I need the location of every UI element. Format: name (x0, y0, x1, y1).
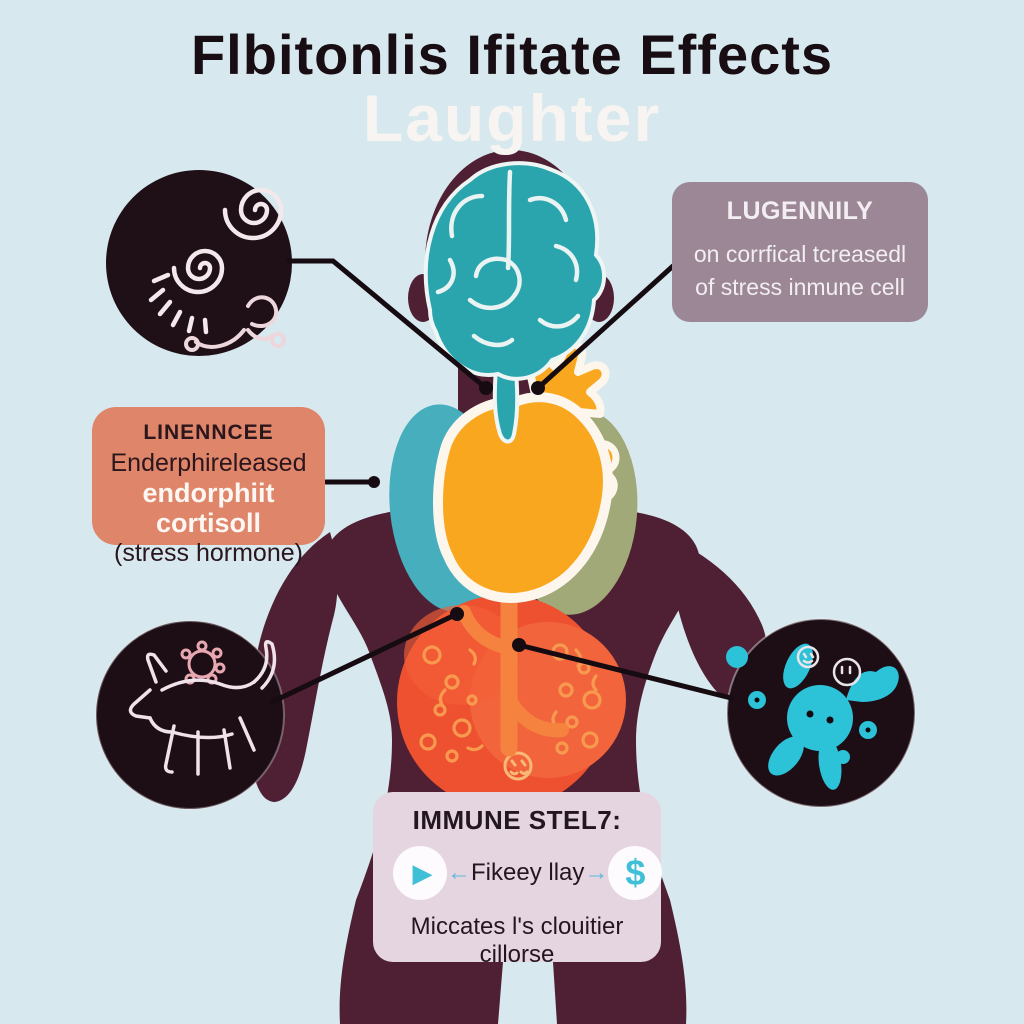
callout-top-right-heading: LUGENNILY (726, 197, 874, 225)
connector-dots (368, 381, 545, 652)
brain-gyri-lines (435, 169, 581, 348)
right-arrow-icon: → (584, 859, 609, 886)
connector-top-right (535, 263, 676, 391)
animal-doodle-icon (128, 640, 277, 776)
callout-bottom-footer: Miccates l's clouitier cillorse (410, 913, 624, 968)
callout-top-right: LUGENNILY on corrfical tcreasedl of stre… (672, 182, 928, 322)
callout-left-line2: endorphiit cortisoll (142, 478, 275, 538)
play-glyph: ▶ (412, 857, 433, 888)
heart-graphic (433, 340, 620, 603)
callout-left-heading: LINENNCEE (143, 421, 274, 444)
subtitle-laughter: Laughter (362, 81, 662, 155)
callout-left-line3: (stress hormone) (114, 539, 303, 567)
connector-bottom-left (269, 611, 460, 705)
callout-bottom-label-group: ←Fikeey llay→ (447, 859, 608, 887)
connector-top-left (286, 258, 489, 391)
smiley-doodles-icon (796, 645, 862, 687)
stomach-smiley-icon (503, 751, 533, 781)
callout-left: LINENNCEE Enderphireleased endorphiit co… (92, 407, 325, 567)
spiral-shell-icon (148, 187, 284, 335)
callout-top-right-line2: of stress inmune cell (695, 274, 905, 300)
callout-top-right-line1: on corrfical tcreasedl (693, 241, 907, 267)
molecule-cells-vignette (726, 618, 916, 808)
play-icon: ▶ (393, 846, 447, 900)
callout-bottom-icon-row: ▶ ←Fikeey llay→ $ (373, 846, 663, 900)
spiral-shell-vignette (106, 170, 292, 356)
connector-lines (269, 258, 734, 705)
squiggle-doodle-icon (184, 295, 286, 352)
callout-left-line1: Enderphireleased (110, 449, 307, 477)
molecule-cells-icon (726, 643, 899, 790)
left-arrow-icon: ← (447, 859, 471, 886)
brain-graphic (423, 161, 606, 444)
connector-bottom-right (516, 642, 734, 701)
main-title: Flbitonlis Ifitate Effects (190, 23, 834, 86)
animal-virus-vignette (95, 620, 285, 810)
bacteria-doodles (419, 643, 602, 763)
dollar-icon: $ (608, 846, 663, 900)
callout-bottom-heading: IMMUNE STEL7: (412, 805, 622, 835)
callout-bottom: IMMUNE STEL7: ▶ ←Fikeey llay→ $ Miccates… (373, 792, 663, 968)
callout-bottom-label: Fikeey llay (471, 859, 585, 886)
dollar-glyph: $ (625, 852, 646, 893)
